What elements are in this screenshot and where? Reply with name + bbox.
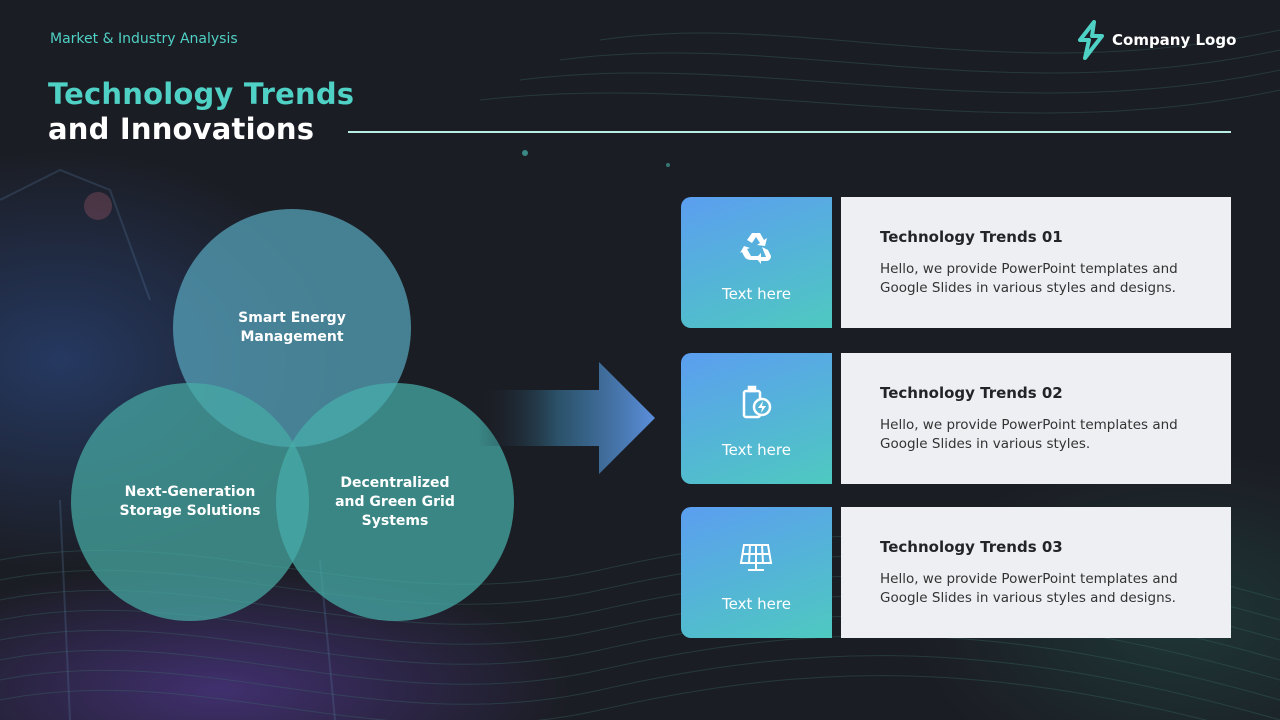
card-title: Technology Trends 01 [880, 228, 1063, 246]
logo-text: Company Logo [1112, 31, 1237, 49]
page-title-line2: and Innovations [48, 112, 315, 146]
venn-label: Decentralized and Green Grid Systems [335, 474, 455, 529]
icon-label: Text here [722, 595, 791, 613]
venn-label: Next-Generation Storage Solutions [119, 484, 261, 519]
trend-card-01-icon-panel: Text here [681, 197, 832, 328]
right-arrow-icon [478, 362, 655, 474]
title-divider [348, 131, 1231, 133]
trend-card-03: Technology Trends 03 Hello, we provide P… [841, 507, 1231, 638]
section-eyebrow: Market & Industry Analysis [50, 31, 238, 47]
trend-card-01: Technology Trends 01 Hello, we provide P… [841, 197, 1231, 328]
card-description: Hello, we provide PowerPoint templates a… [880, 417, 1178, 452]
venn-circle-storage: Next-Generation Storage Solutions [71, 383, 309, 621]
card-description: Hello, we provide PowerPoint templates a… [880, 261, 1178, 296]
battery-charging-icon [742, 385, 772, 419]
card-title: Technology Trends 02 [880, 384, 1063, 402]
trend-card-02-icon-panel: Text here [681, 353, 832, 484]
icon-label: Text here [722, 441, 791, 459]
company-logo: Company Logo [1076, 20, 1236, 60]
recycle-icon [740, 233, 771, 264]
page-title-line1: Technology Trends [48, 77, 355, 111]
solar-panel-icon [739, 544, 773, 571]
card-description: Hello, we provide PowerPoint templates a… [880, 571, 1178, 606]
bolt-logo-icon [1078, 20, 1104, 60]
icon-label: Text here [722, 285, 791, 303]
trend-card-03-icon-panel: Text here [681, 507, 832, 638]
trend-card-02: Technology Trends 02 Hello, we provide P… [841, 353, 1231, 484]
venn-label: Smart Energy Management [238, 310, 346, 345]
venn-circle-grid: Decentralized and Green Grid Systems [276, 383, 514, 621]
card-title: Technology Trends 03 [880, 538, 1063, 556]
